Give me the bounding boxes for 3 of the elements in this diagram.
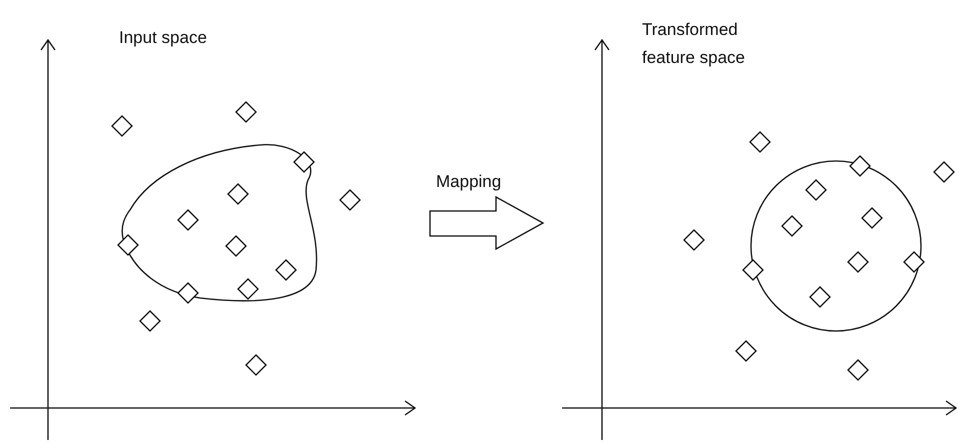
axis-caption: Input space <box>119 27 208 49</box>
axis-caption: Transformed feature space <box>642 19 746 69</box>
axis-caption: Mapping <box>436 171 502 193</box>
